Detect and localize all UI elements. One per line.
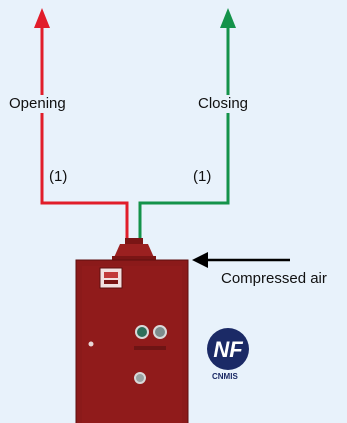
handle-dot [88,341,94,347]
svg-text:NF: NF [213,337,243,362]
closing-note: (1) [192,168,213,186]
arrow-up-green-icon [220,8,236,28]
gauge-left-icon [135,325,149,339]
compressed-air-label: Compressed air [220,270,328,288]
opening-note: (1) [48,168,69,186]
closing-pipe [138,24,230,240]
closing-label: Closing [197,95,250,113]
opening-pipe [40,24,129,240]
cnmis-caption: CNMIS [212,372,238,381]
arrow-up-red-icon [34,8,50,28]
opening-label: Opening [8,95,67,113]
gauge-bottom-icon [134,372,146,384]
gauge-right-icon [153,325,167,339]
arrow-left-icon [192,252,208,268]
valve-cabinet [75,259,189,423]
nf-logo-icon: NF [207,328,249,370]
